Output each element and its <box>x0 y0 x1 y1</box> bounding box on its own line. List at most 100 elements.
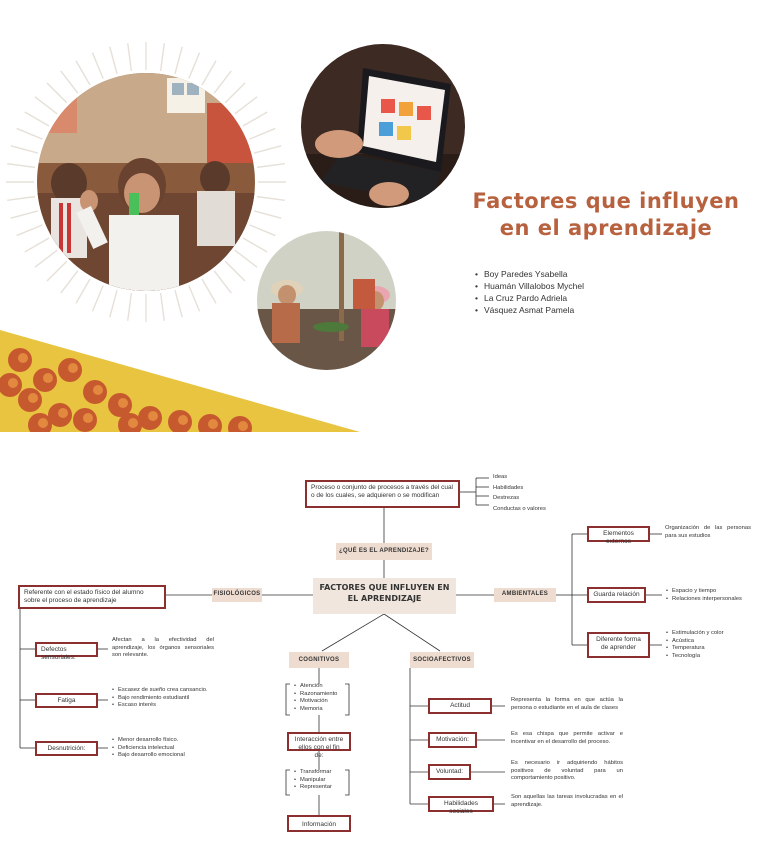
flower-center <box>43 373 53 383</box>
flower-center <box>238 421 248 431</box>
sunburst-ray <box>159 43 165 72</box>
sunburst-ray <box>174 46 183 74</box>
author-item: La Cruz Pardo Adriela <box>475 292 584 304</box>
sunburst-ray <box>188 285 201 312</box>
laptop-photo <box>301 44 465 208</box>
sunburst-ray <box>174 290 183 318</box>
flowers-decoration <box>0 330 360 432</box>
center-topic: FACTORES QUE INFLUYEN EN EL APRENDIZAJE <box>313 578 456 614</box>
author-item: Vásquez Asmat Pamela <box>475 304 584 316</box>
list-item: Tecnología <box>666 653 724 661</box>
flower-center <box>18 353 28 363</box>
motivacion-text: Es esa chispa que permite activar e ince… <box>511 731 623 745</box>
sunburst-ray <box>256 163 285 169</box>
sunburst-ray <box>91 52 104 79</box>
elementos-externos-text: Organización de las personas para sus es… <box>665 525 751 539</box>
sunburst-ray <box>188 52 201 79</box>
sunburst-ray <box>201 60 217 86</box>
mind-map: Proceso o conjunto de procesos a través … <box>0 440 768 862</box>
elementos-externos-box: Elementos externos <box>587 526 650 545</box>
list-item: Ideas <box>493 474 508 480</box>
sunburst-ray <box>242 237 268 253</box>
classroom-photo <box>37 73 255 291</box>
list-item: Razonamiento <box>294 691 337 699</box>
list-item: Menor desarrollo físico. <box>112 737 185 745</box>
sunburst-ray <box>127 43 133 72</box>
list-item: Escaso interés <box>112 702 208 710</box>
sunburst-ray <box>256 195 285 201</box>
socioafectivos-tag: SOCIOAFECTIVOS <box>410 652 474 668</box>
list-item: Atención <box>294 683 337 691</box>
fatiga-list: Escasez de sueño crea cansancio. Bajo re… <box>112 687 208 710</box>
actitud-text: Representa la forma en que actúa la pers… <box>511 697 623 711</box>
sunburst-ray <box>7 195 36 201</box>
sunburst-ray <box>7 163 36 169</box>
sunburst-ray <box>24 237 50 253</box>
desnutricion-list: Menor desarrollo físico. Deficiencia int… <box>112 737 185 760</box>
sunburst-ray <box>249 224 276 237</box>
flower-center <box>68 363 78 373</box>
flower-center <box>58 408 68 418</box>
acciones-list: Transformar Manipular Representar <box>294 769 332 792</box>
list-item: Transformar <box>294 769 332 777</box>
definition-box: Proceso o conjunto de procesos a través … <box>305 480 460 508</box>
informacion-box: Información <box>287 815 351 832</box>
sunburst-ray <box>201 278 217 304</box>
diferente-forma-list: Estimulación y color Acústica Temperatur… <box>666 630 724 660</box>
sunburst-ray <box>242 111 268 127</box>
sunburst-ray <box>109 46 118 74</box>
sunburst-ray <box>159 292 165 321</box>
cognitivos-tag: COGNITIVOS <box>289 652 349 668</box>
sunburst-ray <box>254 145 282 154</box>
sunburst-ray <box>213 270 232 294</box>
sunburst-ray <box>254 210 282 219</box>
flower-center <box>208 419 218 429</box>
garden-photo <box>257 231 396 370</box>
sunburst-ray <box>46 82 68 104</box>
sunburst-ray <box>75 60 91 86</box>
flower-center <box>28 393 38 403</box>
list-item: Temperatura <box>666 645 724 653</box>
list-item: Memoria <box>294 706 337 714</box>
list-item: Bajo rendimiento estudiantil <box>112 695 208 703</box>
authors-list: Boy Paredes Ysabella Huamán Villalobos M… <box>475 268 584 316</box>
sunburst-ray <box>46 260 68 282</box>
sunburst-ray <box>109 290 118 318</box>
sunburst-ray <box>60 270 79 294</box>
flower-center <box>83 413 93 423</box>
habilidades-sociales-box: Habilidades sociales <box>428 796 494 815</box>
sunburst-ray <box>24 111 50 127</box>
list-item: Manipular <box>294 777 332 785</box>
flower-center <box>178 415 188 425</box>
sunburst-ray <box>34 249 58 268</box>
sunburst-ray <box>10 145 38 154</box>
author-item: Boy Paredes Ysabella <box>475 268 584 280</box>
sunburst-ray <box>60 70 79 94</box>
list-item: Estimulación y color <box>666 630 724 638</box>
sunburst-ray <box>16 224 43 237</box>
sunburst-ray <box>213 70 232 94</box>
slide-title: Factores que influyen en el aprendizaje <box>472 189 740 240</box>
list-item: Acústica <box>666 638 724 646</box>
flower-center <box>38 418 48 428</box>
sunburst-ray <box>249 127 276 140</box>
guarda-relacion-list: Espacio y tiempo Relaciones interpersona… <box>666 588 742 603</box>
diferente-forma-box: Diferente forma de aprender <box>587 632 650 658</box>
question-tag: ¿QUÉ ES EL APRENDIZAJE? <box>336 543 432 560</box>
list-item: Habilidades <box>493 484 524 491</box>
sunburst-ray <box>224 82 246 104</box>
sunburst-decoration <box>6 42 286 322</box>
flower-center <box>93 385 103 395</box>
guarda-relacion-box: Guarda relación <box>587 587 646 603</box>
sunburst-ray <box>16 127 43 140</box>
list-item: Conductas o valores <box>493 505 546 512</box>
list-item: Destrezas <box>493 495 520 501</box>
fisiologicos-desc-box: Referente con el estado físico del alumn… <box>18 585 166 609</box>
sunburst-ray <box>91 285 104 312</box>
connector-lines <box>19 477 662 815</box>
definition-items: Ideas Habilidades Destrezas Conductas o … <box>493 472 546 514</box>
motivacion-box: Motivación: <box>428 732 477 748</box>
list-item: Relaciones interpersonales <box>666 596 742 604</box>
list-item: Deficiencia intelectual <box>112 745 185 753</box>
